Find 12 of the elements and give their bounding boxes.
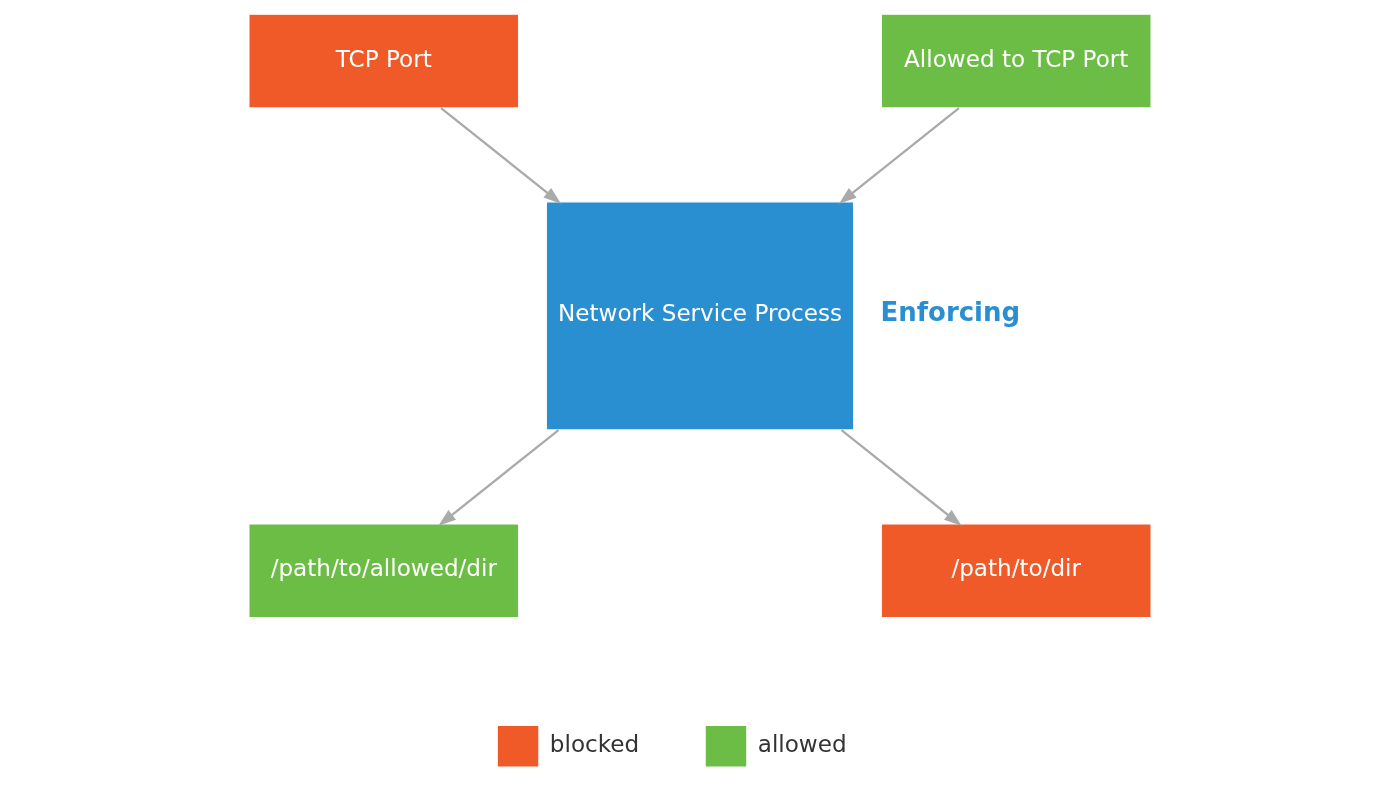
legend-label: blocked [549,730,639,757]
node-box: /path/to/allowed/dir [247,523,519,619]
node-label: Enforcing [879,296,1020,327]
arrow [840,429,962,526]
legend-label: allowed [757,730,847,757]
arrow [439,107,561,204]
node-box: TCP Port [247,13,519,109]
node-box: /path/to/dir [880,523,1152,619]
node-box: Network Service Process [545,201,854,431]
node-box: Allowed to TCP Port [880,13,1152,109]
arrow [437,429,559,526]
arrow [838,107,960,204]
